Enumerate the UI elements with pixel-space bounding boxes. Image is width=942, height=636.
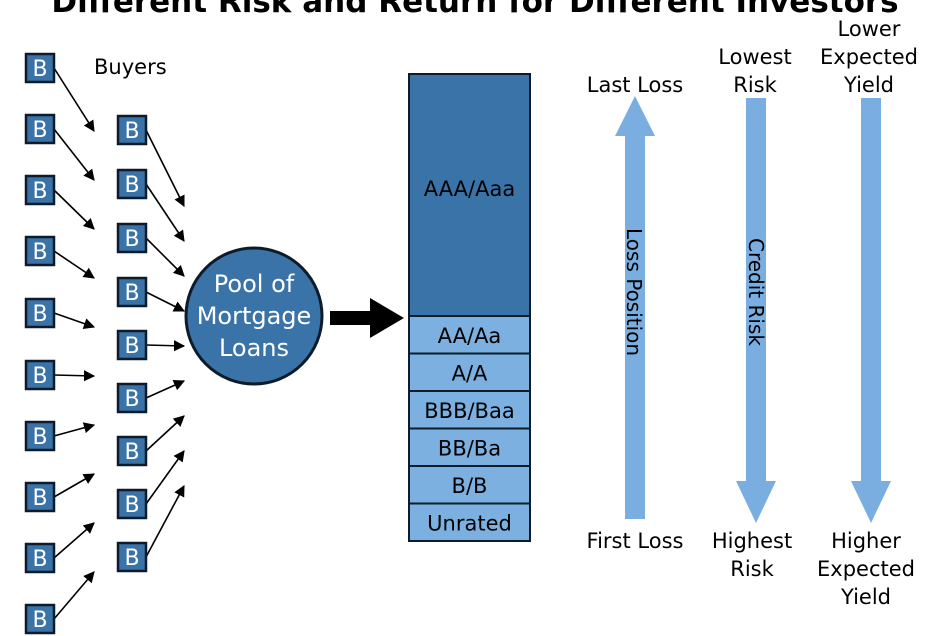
buyer-letter: B <box>32 486 47 511</box>
tranche-b-b: B/B <box>408 465 531 505</box>
tranche-unrated: Unrated <box>408 502 531 542</box>
buyer-letter: B <box>32 179 47 204</box>
buyer-connector <box>145 237 185 277</box>
buyer-connector <box>53 312 96 329</box>
higher-yield-line-3: Yield <box>840 585 891 609</box>
loss-position-arrow: Loss Position <box>615 96 655 519</box>
buyer-connector <box>145 415 185 452</box>
tranche-label: BB/Ba <box>438 436 501 460</box>
buyer-letter: B <box>124 173 139 198</box>
tranche-aa-aa: AA/Aa <box>408 315 531 355</box>
higher-yield-line-1: Higher <box>831 529 901 553</box>
buyer-box: B <box>24 359 56 391</box>
buyer-box: B <box>24 481 56 513</box>
tranche-label: AAA/Aaa <box>424 177 515 201</box>
buyer-connector <box>53 189 95 230</box>
buyer-box: B <box>24 235 56 267</box>
buyer-connector <box>53 67 95 132</box>
lower-yield-line-3: Yield <box>843 73 894 97</box>
buyer-box: B <box>116 329 148 361</box>
buyer-connector <box>145 183 185 242</box>
tranche-label: B/B <box>452 474 488 498</box>
tranche-a-a: A/A <box>408 352 531 392</box>
buyer-letter: B <box>124 440 139 465</box>
buyer-letter: B <box>32 302 47 327</box>
pool-line-3: Loans <box>219 334 289 362</box>
highest-risk-line-1: Highest <box>712 529 792 553</box>
tranche-bbb-baa: BBB/Baa <box>408 390 531 430</box>
buyer-letter: B <box>124 281 139 306</box>
buyer-letter: B <box>124 387 139 412</box>
buyer-connector <box>145 450 185 505</box>
tranche-aaa-aaa: AAA/Aaa <box>408 73 531 317</box>
buyer-box: B <box>24 603 56 635</box>
buyer-letter: B <box>32 425 47 450</box>
buyer-box: B <box>116 168 148 200</box>
buyer-box: B <box>116 222 148 254</box>
buyer-connector <box>53 128 95 181</box>
buyer-connector <box>53 522 95 559</box>
buyer-box: B <box>116 541 148 573</box>
lower-yield-line-2: Expected <box>820 45 918 69</box>
tranche-label: AA/Aa <box>438 324 502 348</box>
buyer-letter: B <box>32 608 47 633</box>
buyer-connector <box>145 291 186 312</box>
buyer-connector <box>53 250 95 279</box>
buyer-connector <box>53 422 96 437</box>
highest-risk-line-2: Risk <box>730 557 774 581</box>
buyer-letter: B <box>32 57 47 82</box>
lowest-risk-line-2: Risk <box>733 73 777 97</box>
credit-risk-label: Credit Risk <box>744 238 768 346</box>
buyer-box: B <box>24 174 56 206</box>
buyer-connector <box>53 370 96 382</box>
higher-yield-line-2: Expected <box>817 557 915 581</box>
credit-risk-arrow: Credit Risk <box>736 98 776 523</box>
tranche-label: Unrated <box>427 511 512 535</box>
pool-to-tranches-arrow <box>330 298 404 338</box>
pool-line-1: Pool of <box>214 270 295 298</box>
buyer-box: B <box>116 488 148 520</box>
buyer-box: B <box>116 114 148 146</box>
pool-line-2: Mortgage <box>197 302 312 330</box>
buyer-box: B <box>116 276 148 308</box>
lowest-risk-line-1: Lowest <box>718 45 791 69</box>
buyer-box: B <box>24 113 56 145</box>
buyer-letter: B <box>124 334 139 359</box>
mortgage-pool: Pool of Mortgage Loans <box>184 246 324 386</box>
buyer-box: B <box>24 420 56 452</box>
buyer-letter: B <box>124 546 139 571</box>
tranche-bb-ba: BB/Ba <box>408 427 531 467</box>
buyer-letter: B <box>32 547 47 572</box>
diagram-title: Different Risk and Return for Different … <box>51 0 898 20</box>
first-loss-label: First Loss <box>587 529 684 553</box>
buyer-connector <box>145 340 186 352</box>
loss-position-label: Loss Position <box>622 228 646 356</box>
buyers-group: B B B B B B B B B B B B B B B B B B B <box>24 52 186 635</box>
buyer-letter: B <box>32 364 47 389</box>
buyer-box: B <box>24 542 56 574</box>
buyer-box: B <box>24 52 56 84</box>
buyers-label: Buyers <box>94 55 167 79</box>
buyer-letter: B <box>32 118 47 143</box>
buyer-letter: B <box>124 119 139 144</box>
buyer-letter: B <box>124 227 139 252</box>
buyer-connector <box>145 129 185 208</box>
buyer-box: B <box>24 297 56 329</box>
buyer-letter: B <box>124 493 139 518</box>
tranche-label: BBB/Baa <box>424 399 514 423</box>
buyer-connector <box>145 485 185 558</box>
buyer-connector <box>53 571 95 620</box>
last-loss-label: Last Loss <box>587 73 683 97</box>
buyer-connector <box>53 473 95 498</box>
yield-arrow <box>851 98 891 523</box>
tranche-label: A/A <box>452 361 488 385</box>
buyer-box: B <box>116 382 148 414</box>
lower-yield-line-1: Lower <box>838 17 901 41</box>
buyer-connector <box>145 380 186 399</box>
buyer-letter: B <box>32 240 47 265</box>
buyer-box: B <box>116 435 148 467</box>
